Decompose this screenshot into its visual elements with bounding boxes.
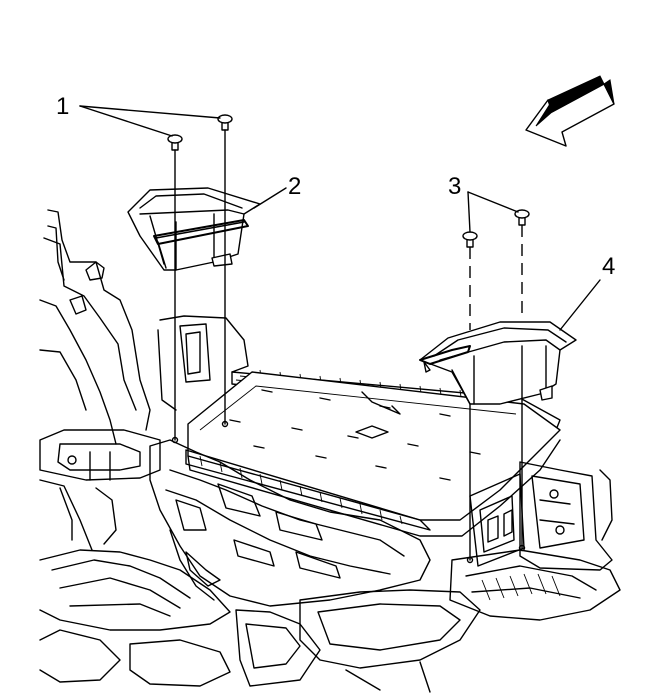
fasteners-1 — [167, 114, 233, 151]
push-pin-retainer-icon — [217, 114, 233, 131]
callout-3: 3 — [448, 173, 461, 200]
front-direction-arrow-icon — [525, 75, 615, 147]
alignment-lines — [171, 129, 526, 564]
callout-4: 4 — [602, 253, 615, 280]
leader-lines — [79, 105, 601, 331]
storage-bin-left — [127, 187, 261, 271]
fasteners-3 — [462, 209, 530, 248]
push-pin-retainer-icon — [462, 231, 478, 248]
storage-bin-right — [419, 321, 577, 405]
push-pin-retainer-icon — [167, 134, 183, 151]
vehicle-floor-structure — [39, 209, 621, 693]
callout-2: 2 — [288, 173, 301, 200]
callout-1: 1 — [56, 93, 69, 120]
